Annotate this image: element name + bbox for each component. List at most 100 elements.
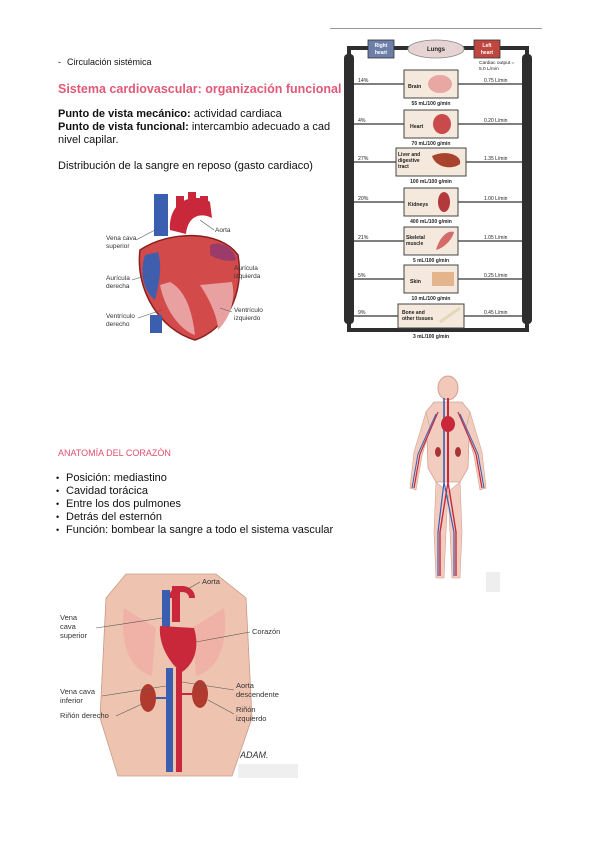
svg-text:cava: cava (60, 622, 77, 631)
bullet-icon: • (56, 512, 60, 522)
svg-text:Right: Right (375, 43, 388, 49)
list-item: •Posición: mediastino (56, 472, 167, 484)
svg-text:0.75 L/min: 0.75 L/min (484, 78, 508, 84)
label-right-atrium-2: derecha (106, 283, 130, 290)
venous-return-bar (344, 54, 354, 324)
functional-label: Punto de vista funcional: (58, 121, 189, 133)
label-torso-aorta: Aorta (202, 577, 221, 586)
svg-text:10 mL/100 g/min: 10 mL/100 g/min (412, 296, 451, 302)
svg-text:descendente: descendente (236, 690, 279, 699)
functional-text: intercambio adecuado a cad (188, 121, 331, 133)
right-atrium-shape (142, 252, 161, 300)
svg-text:100 mL/100 g/min: 100 mL/100 g/min (410, 179, 452, 185)
label-rinon-izquierdo: Riñón (236, 705, 256, 714)
label-aorta-descendente: Aorta (236, 681, 255, 690)
adam-logo: ADAM. (239, 750, 269, 760)
torso-anatomy-diagram: Aorta Vena cava superior Corazón Vena ca… (60, 573, 298, 778)
svg-text:1.35 L/min: 1.35 L/min (484, 156, 508, 162)
svg-text:muscle: muscle (406, 241, 423, 247)
label-right-ventricle: Ventrículo (106, 313, 135, 320)
label-right-ventricle-2: derecho (106, 321, 130, 328)
svg-text:21%: 21% (358, 235, 369, 241)
label-left-ventricle: Ventrículo (234, 307, 263, 314)
mechanical-text: actividad cardiaca (190, 108, 282, 120)
label-right-atrium: Aurícula (106, 275, 130, 282)
svg-text:5%: 5% (358, 273, 366, 279)
figure-heart (441, 416, 455, 432)
svg-text:tract: tract (398, 164, 409, 170)
section-title: Sistema cardiovascular: organización fun… (58, 82, 342, 96)
organ-row-skin: Skin 5% 0.25 L/min 10 mL/100 g/min (354, 264, 522, 302)
torso-heart (159, 626, 197, 672)
descending-aorta (176, 668, 182, 772)
arterial-bar (522, 54, 532, 324)
svg-text:Bone and: Bone and (402, 310, 425, 316)
svg-text:9%: 9% (358, 310, 366, 316)
svg-text:Heart: Heart (410, 124, 424, 130)
figure-head (437, 375, 459, 401)
svg-text:heart: heart (481, 50, 494, 56)
distribution-line: Distribución de la sangre en reposo (gas… (58, 160, 313, 172)
cardiac-output-value: 5.0 L/min (479, 66, 499, 72)
svg-text:inferior: inferior (60, 696, 83, 705)
left-kidney (192, 680, 208, 708)
anatomy-title: ANATOMÍA DEL CORAZÓN (58, 448, 171, 458)
svg-text:55 mL/100 g/min: 55 mL/100 g/min (412, 101, 451, 107)
svg-text:0.45 L/min: 0.45 L/min (484, 310, 508, 316)
functional-line: Punto de vista funcional: intercambio ad… (58, 121, 330, 134)
capillary-line: nivel capilar. (58, 134, 119, 146)
left-ventricle-shape (200, 282, 234, 330)
lungs-label: Lungs (427, 47, 446, 53)
svg-text:heart: heart (375, 50, 388, 56)
label-vena: Vena (60, 613, 78, 622)
right-ventricle-shape (160, 282, 195, 335)
label-vena-cava-2: superior (106, 243, 130, 250)
svg-text:3 mL/100 g/min: 3 mL/100 g/min (413, 334, 449, 340)
label-left-ventricle-2: izquierdo (234, 315, 261, 322)
right-lung (122, 608, 156, 676)
svg-text:other tissues: other tissues (402, 316, 433, 322)
blood-flow-diagram: Right heart Lungs Left heart Cardiac out… (344, 39, 532, 340)
organ-row-heart: Heart 4% 0.20 L/min 70 mL/100 g/min (354, 109, 522, 147)
heart-diagram: Vena cava superior Aorta Aurícula derech… (106, 192, 263, 341)
svg-text:1.00 L/min: 1.00 L/min (484, 196, 508, 202)
label-aorta: Aorta (215, 227, 231, 234)
bullet-icon: • (56, 499, 60, 509)
organ-row-kidneys: Kidneys 20% 1.00 L/min 400 mL/100 g/min (354, 187, 522, 225)
cardiac-output-label: Cardiac output = (479, 60, 515, 66)
subtitle: Circulación sistémica (67, 57, 152, 67)
organ-row-brain: Brain 14% 0.75 L/min 55 mL/100 g/min (354, 69, 522, 107)
svg-text:70 mL/100 g/min: 70 mL/100 g/min (412, 141, 451, 147)
svg-text:0.20 L/min: 0.20 L/min (484, 118, 508, 124)
label-rinon-derecho: Riñón derecho (60, 711, 109, 720)
svg-text:20%: 20% (358, 196, 369, 202)
left-atrium-shape (210, 243, 236, 261)
svg-text:Left: Left (482, 43, 492, 49)
subtitle-line: -Circulación sistémica (58, 57, 152, 67)
svg-text:14%: 14% (358, 78, 369, 84)
svg-text:0.25 L/min: 0.25 L/min (484, 273, 508, 279)
mechanical-line: Punto de vista mecánico: actividad cardi… (58, 108, 282, 121)
bullet-icon: • (56, 525, 60, 535)
list-item: •Entre los dos pulmones (56, 498, 181, 510)
top-rule (330, 28, 542, 29)
svg-text:Kidneys: Kidneys (408, 202, 428, 208)
superior-vena-cava (162, 590, 170, 638)
organ-row-bone: Bone and other tissues 9% 0.45 L/min 3 m… (354, 303, 522, 340)
left-heart-box (473, 39, 501, 59)
aortic-arch (169, 586, 195, 599)
list-item: •Detrás del esternón (56, 511, 162, 523)
organ-row-muscle: Skeletal muscle 21% 1.05 L/min 5 mL/100 … (354, 226, 522, 264)
anatomy-bullet-list: •Posición: mediastino •Cavidad torácica … (56, 472, 333, 537)
list-item: •Función: bombear la sangre a todo el si… (56, 524, 334, 536)
right-heart-box (367, 39, 395, 59)
svg-text:27%: 27% (358, 156, 369, 162)
bullet-icon: • (56, 473, 60, 483)
inferior-vena-cava (166, 668, 173, 772)
svg-text:Liver and: Liver and (398, 152, 420, 158)
svg-text:izquierdo: izquierdo (236, 714, 266, 723)
svg-text:1.05 L/min: 1.05 L/min (484, 235, 508, 241)
svg-text:4%: 4% (358, 118, 366, 124)
svg-text:Skeletal: Skeletal (406, 235, 426, 241)
left-lung (192, 608, 226, 676)
